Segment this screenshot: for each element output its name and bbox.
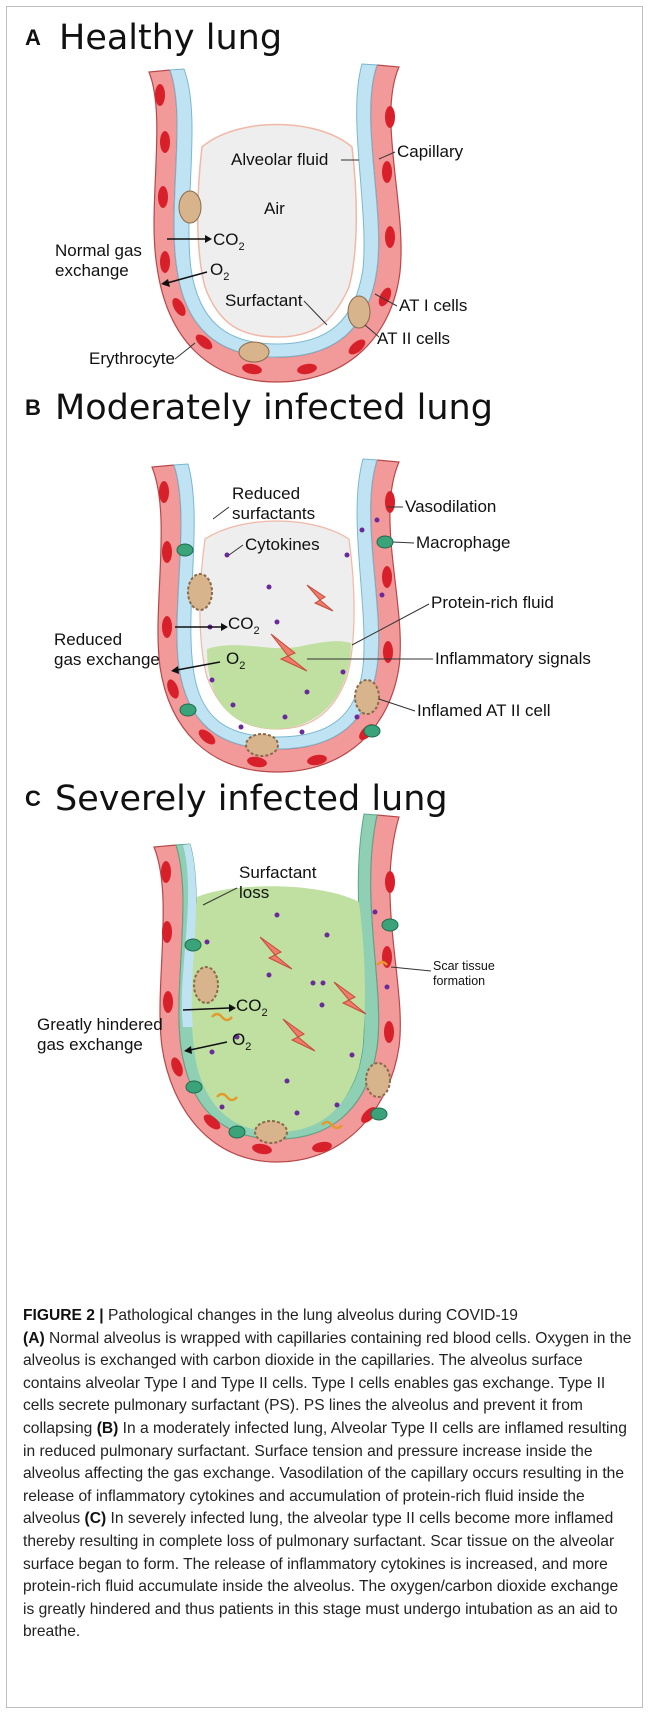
panel-c-illustration: C Severely infected lung (7, 847, 643, 1287)
label-exchange: exchange (55, 261, 129, 280)
panel-c-title: Severely infected lung (55, 779, 448, 819)
label-alveolar-fluid: Alveolar fluid (231, 150, 328, 169)
label-surfactant: Surfactant (239, 863, 317, 882)
label-loss: loss (239, 883, 269, 902)
label-normal-gas: Normal gas (55, 241, 142, 260)
label-at1-cells: AT I cells (399, 296, 467, 315)
label-erythrocyte: Erythrocyte (89, 349, 175, 368)
panel-b-letter: B (25, 395, 41, 420)
caption-heading: Pathological changes in the lung alveolu… (104, 1307, 518, 1324)
label-scar-formation: formation (433, 974, 485, 988)
label-vasodilation: Vasodilation (405, 497, 496, 516)
panel-a-title: Healthy lung (59, 18, 282, 58)
caption-figure-number: FIGURE 2 | (23, 1307, 104, 1324)
label-surfactant: Surfactant (225, 291, 303, 310)
label-capillary: Capillary (397, 142, 464, 161)
panel-c-severely-infected: C Severely infected lung (7, 847, 643, 1287)
label-at2-cells: AT II cells (377, 329, 450, 348)
label-gas-exchange: gas exchange (37, 1035, 143, 1054)
leader-reduced-surfactants (213, 507, 229, 519)
panel-b-title: Moderately infected lung (55, 388, 493, 428)
label-scar-tissue: Scar tissue (433, 959, 495, 973)
label-gas-exchange: gas exchange (54, 650, 160, 669)
figure-caption: FIGURE 2 | Pathological changes in the l… (23, 1305, 633, 1644)
label-macrophage: Macrophage (416, 533, 511, 552)
leader-macrophage (393, 542, 414, 543)
alveolus-healthy (149, 64, 401, 382)
label-cytokines: Cytokines (245, 535, 320, 554)
label-reduced-gas: Reduced (54, 630, 122, 649)
label-protein-rich-fluid: Protein-rich fluid (431, 593, 554, 612)
leader-erythrocyte (175, 343, 195, 359)
label-air: Air (264, 199, 285, 218)
caption-b-tag: (B) (97, 1420, 119, 1437)
label-surfactants: surfactants (232, 504, 315, 523)
panel-a-illustration: A Healthy lung A (7, 7, 643, 427)
label-inflammatory-signals: Inflammatory signals (435, 649, 591, 668)
caption-c-tag: (C) (85, 1510, 107, 1527)
label-reduced: Reduced (232, 484, 300, 503)
caption-a-tag: (A) (23, 1330, 45, 1347)
panel-a-healthy-lung: A Healthy lung A (7, 7, 643, 427)
leader-scar (391, 967, 431, 971)
label-inflamed-at2-cell: Inflamed AT II cell (417, 701, 551, 720)
label-greatly-hindered: Greatly hindered (37, 1015, 163, 1034)
caption-c-text: In severely infected lung, the alveolar … (23, 1510, 618, 1640)
panel-a-letter: A (25, 25, 41, 50)
panel-c-letter: C (25, 786, 41, 811)
